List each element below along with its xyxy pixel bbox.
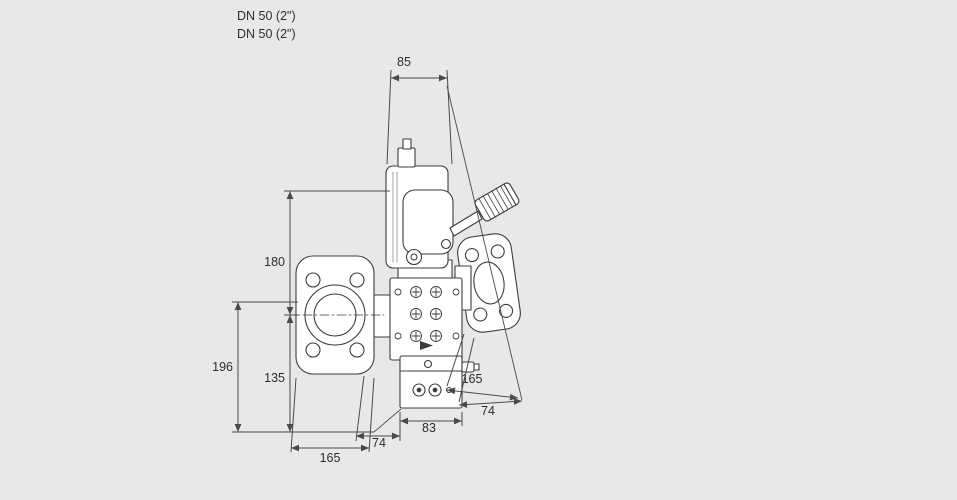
dimension-180-left: 180 [264,190,390,316]
dimension-annotations: 85 180 196 135 165 [212,55,523,465]
dimension-label-74-bottom: 74 [372,436,386,450]
product-labels: DN 50 (2") DN 50 (2") [237,9,296,41]
dimension-165-bottom: 165 [290,377,375,465]
coil-plate [403,190,453,254]
dimension-135-left: 135 [264,315,294,432]
dimension-74-bottom: 74 [355,375,401,450]
dimension-label-165-bottom: 165 [320,451,341,465]
knob-stem [450,211,482,236]
dimension-label-85: 85 [397,55,411,69]
bolt-hole [465,248,480,263]
left-flange [286,256,384,374]
bolt-hole [306,273,320,287]
electrical-connector [398,148,415,167]
bolt-hole [499,304,514,319]
dimension-83-bottom: 83 [400,412,463,435]
dimension-74-right: 74 [458,337,523,418]
knurled-knob [450,182,520,236]
bolt-hole [350,343,364,357]
dimension-label-180: 180 [264,255,285,269]
dimension-label-165-right: 165 [462,372,483,386]
dimension-196-left: 196 [212,301,402,433]
body-screws [395,287,459,342]
bolt-hole [473,307,488,322]
dimension-label-74-right: 74 [481,404,495,418]
valve-illustration [286,139,522,408]
dimension-label-196: 196 [212,360,233,374]
dimension-165-right: 165 [446,333,519,401]
solenoid-actuator [386,139,453,268]
product-label-line1: DN 50 (2") [237,9,296,23]
flow-direction-arrow-icon [420,341,433,350]
bolt-hole [350,273,364,287]
inlet-stub [374,295,392,337]
dimension-label-83: 83 [422,421,436,435]
dimension-85-top: 85 [386,55,523,401]
product-label-line2: DN 50 (2") [237,27,296,41]
bolt-hole [306,343,320,357]
connector-pin [403,139,411,149]
bolt-hole [490,244,505,259]
projection-line [446,85,523,401]
dimension-label-135: 135 [264,371,285,385]
